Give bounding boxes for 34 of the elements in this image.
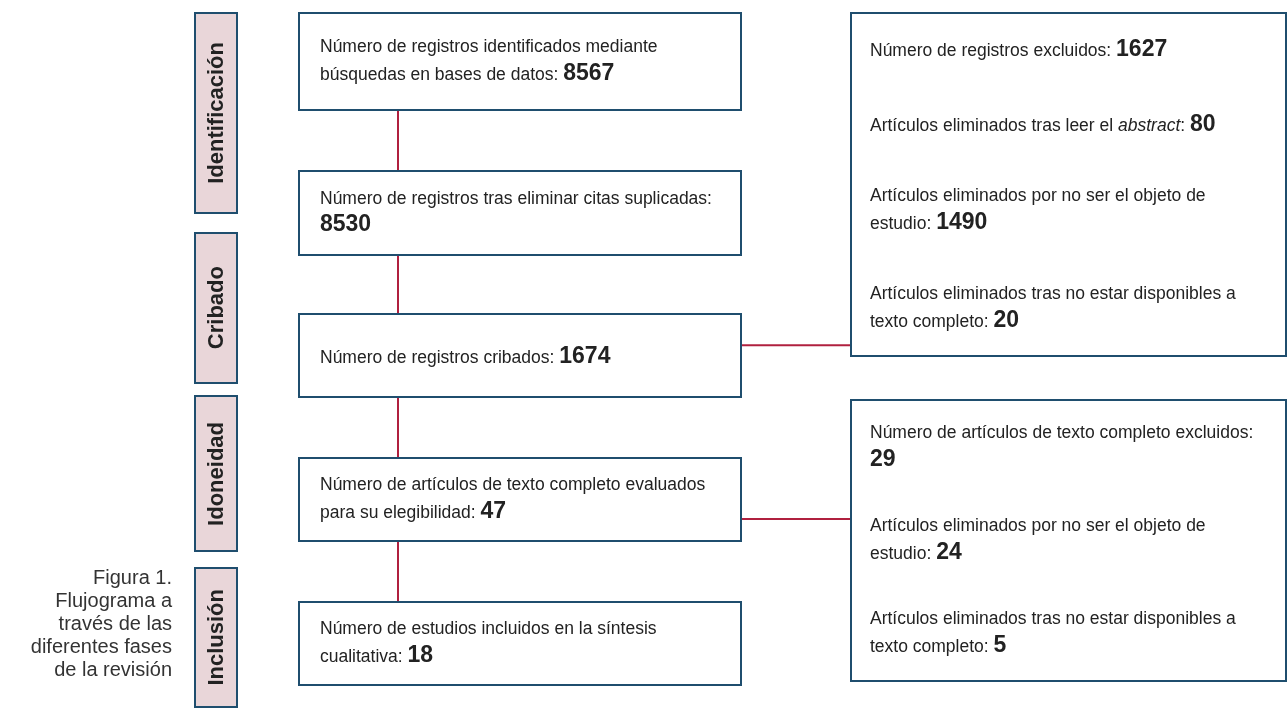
box-text: Artículos eliminados por no ser el objeto de estudio: 1490	[870, 184, 1207, 237]
phase-label-box	[194, 12, 238, 214]
box-text: Número de registros excluidos: 1627	[870, 34, 1169, 63]
process-box	[298, 457, 742, 542]
connector-line	[397, 255, 399, 314]
phase-label: Identificación	[203, 42, 229, 184]
phase-label-box	[194, 232, 238, 384]
connector-line	[741, 344, 851, 347]
process-box	[298, 313, 742, 398]
phase-label-box	[194, 567, 238, 708]
connector-line	[741, 518, 851, 521]
exclusion-box	[850, 12, 1287, 357]
process-box	[298, 601, 742, 686]
exclusion-box	[850, 399, 1287, 682]
connector-line	[397, 397, 399, 458]
phase-label-box	[194, 395, 238, 552]
phase-label: Idoneidad	[203, 421, 229, 526]
figure-caption: Figura 1. Flujograma a través de las diferentes fases de la revisión	[29, 566, 172, 681]
connector-line	[397, 110, 399, 171]
box-text: Artículos eliminados tras no estar disponibles a texto completo: 5	[870, 607, 1237, 660]
box-text: Número de artículos de texto completo excluidos: 29	[870, 421, 1255, 473]
box-text: Artículos eliminados tras no estar disponibles a texto completo: 20	[870, 282, 1237, 335]
box-text: Número de registros tras eliminar citas suplicadas: 8530	[320, 186, 713, 239]
box-text: Artículos eliminados por no ser el objeto de estudio: 24	[870, 514, 1207, 566]
process-box	[298, 12, 742, 111]
box-text: Número de registros identificados mediante búsquedas en bases de datos: 8567	[320, 35, 659, 87]
phase-label: Cribado	[203, 266, 229, 350]
box-text: Número de registros cribados: 1674	[320, 340, 612, 370]
box-text: Artículos eliminados tras leer el abstract: 80	[870, 109, 1217, 139]
connector-line	[397, 541, 399, 602]
box-text: Número de estudios incluidos en la síntesis cualitativa: 18	[320, 617, 658, 669]
process-box	[298, 170, 742, 256]
box-text: Número de artículos de texto completo evaluados para su elegibilidad: 47	[320, 473, 707, 525]
phase-label: Inclusión	[203, 589, 229, 686]
